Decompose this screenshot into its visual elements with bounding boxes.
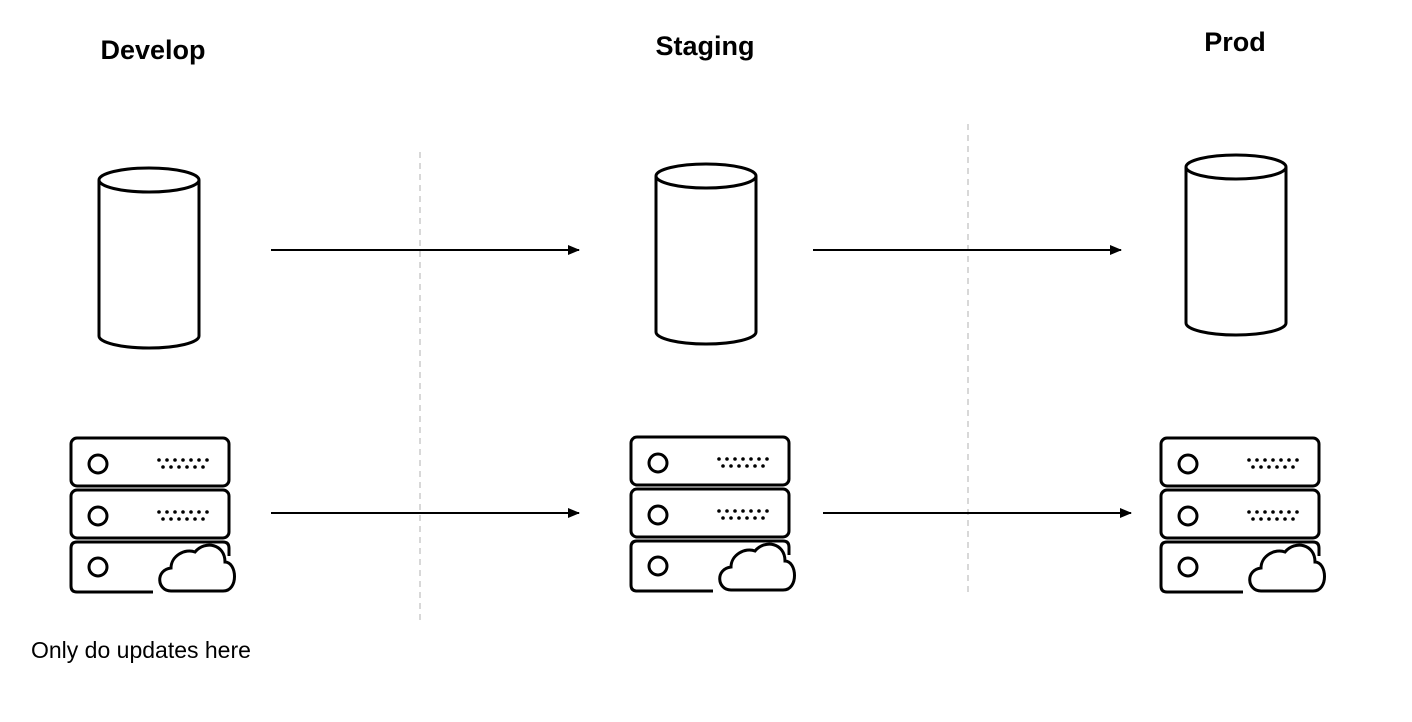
develop-note: Only do updates here xyxy=(31,637,251,663)
env-title-prod: Prod xyxy=(1204,27,1266,57)
database-icon-develop xyxy=(97,166,201,350)
database-icon-prod xyxy=(1184,153,1288,337)
env-title-develop: Develop xyxy=(100,35,205,65)
server-cloud-icon-develop xyxy=(69,436,236,594)
server-cloud-icon-staging xyxy=(629,435,796,593)
database-icon-staging xyxy=(654,162,758,346)
env-title-staging: Staging xyxy=(656,31,755,61)
server-cloud-icon-prod xyxy=(1159,436,1326,594)
